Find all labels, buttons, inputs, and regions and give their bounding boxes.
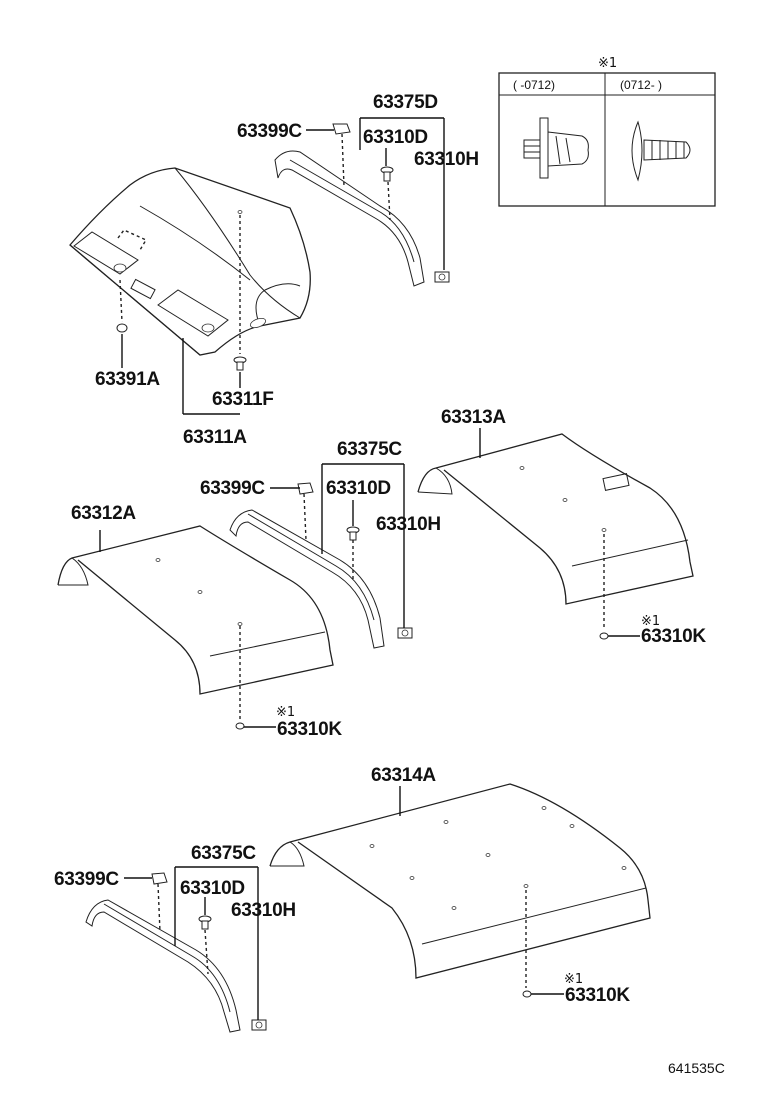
legend-right-header: (0712- ) xyxy=(620,78,662,92)
legend-mark: ※1 xyxy=(598,56,617,71)
headliner-63314A xyxy=(269,783,651,998)
headliner-assembly xyxy=(69,167,311,371)
label-63310H-2: 63310H xyxy=(376,514,441,535)
headliner-63312A xyxy=(57,525,334,730)
label-63313A: 63313A xyxy=(441,407,506,428)
label-63310K-1: 63310K xyxy=(277,719,342,740)
label-63310H-1: 63310H xyxy=(414,149,479,170)
label-63399C-1: 63399C xyxy=(237,121,302,142)
63310H-clip-icon-3 xyxy=(251,1019,267,1031)
63310D-screw-icon-2 xyxy=(346,526,360,541)
label-63311A: 63311A xyxy=(183,427,247,448)
leaders-section-2 xyxy=(99,428,640,728)
clip-variant-legend: ※1 ( -0712) (0712- ) xyxy=(498,56,716,207)
63310K-clip-icon-3 xyxy=(522,990,532,998)
label-63312A: 63312A xyxy=(71,503,136,524)
63310D-screw-icon xyxy=(380,166,394,182)
63399C-clip-icon-3 xyxy=(151,872,168,885)
mark-k1: ※1 xyxy=(276,705,295,720)
label-63314A: 63314A xyxy=(371,765,436,786)
label-63310K-2: 63310K xyxy=(641,626,706,647)
roof-side-rail-lower xyxy=(85,872,267,1033)
label-63375C-1: 63375C xyxy=(337,439,402,460)
63311F-screw-icon xyxy=(233,356,247,371)
label-63391A: 63391A xyxy=(95,369,160,390)
label-63310D-1: 63310D xyxy=(363,127,428,148)
label-63399C-2: 63399C xyxy=(200,478,265,499)
63399C-clip-icon-2 xyxy=(297,482,314,495)
roof-side-rail-middle xyxy=(229,482,413,649)
63310H-clip-icon xyxy=(434,271,450,283)
headliner-63313A xyxy=(417,433,694,640)
mark-k2: ※1 xyxy=(641,614,660,629)
63310D-screw-icon-3 xyxy=(198,915,212,930)
63391A-clip-icon xyxy=(116,323,128,333)
63310K-clip-icon-2 xyxy=(599,632,609,640)
label-63399C-3: 63399C xyxy=(54,869,119,890)
leaders-section-3 xyxy=(124,786,564,1020)
label-63375D: 63375D xyxy=(373,92,438,113)
label-63375C-2: 63375C xyxy=(191,843,256,864)
label-63310K-3: 63310K xyxy=(565,985,630,1006)
leaders-section-1 xyxy=(121,117,445,415)
label-63310H-3: 63310H xyxy=(231,900,296,921)
mark-k3: ※1 xyxy=(564,972,583,987)
diagram-code: 641535C xyxy=(668,1060,725,1076)
label-63310D-2: 63310D xyxy=(326,478,391,499)
legend-left-header: ( -0712) xyxy=(513,78,555,92)
roof-side-rail-upper xyxy=(274,123,450,287)
63310H-clip-icon-2 xyxy=(397,627,413,639)
label-63311F: 63311F xyxy=(212,389,274,410)
63399C-clip-icon xyxy=(332,123,351,135)
63310K-clip-icon-1 xyxy=(235,722,245,730)
tree-clip-icon xyxy=(631,120,691,182)
push-rivet-clip-icon xyxy=(523,117,589,179)
label-63310D-3: 63310D xyxy=(180,878,245,899)
